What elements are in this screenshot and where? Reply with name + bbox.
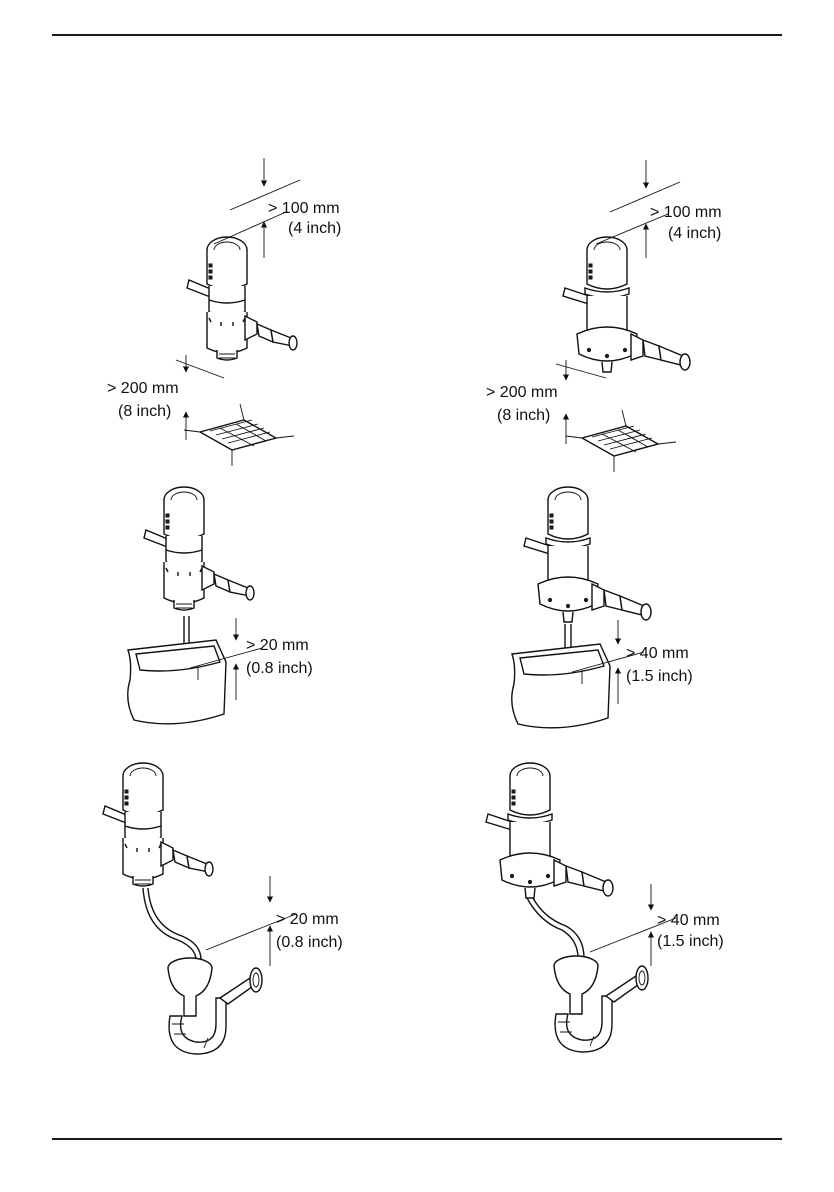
p1-bottom-dim-sub: (8 inch)	[118, 403, 171, 420]
p3-dim: > 20 mm	[246, 637, 309, 654]
p1-top-dim-sub: (4 inch)	[288, 220, 341, 237]
p5-dim: > 20 mm	[276, 911, 339, 928]
panel-4-sensor-vessel: > 40 mm (1.5 inch)	[512, 487, 693, 728]
p3-dim-sub: (0.8 inch)	[246, 660, 313, 677]
p6-dim-sub: (1.5 inch)	[657, 933, 724, 950]
panel-6-sensor-sink-trap: > 40 mm (1.5 inch)	[486, 763, 724, 1052]
panel-1-sensor-floor-drain: > 100 mm (4 inch) > 200 mm (8 inch)	[107, 158, 341, 466]
p2-top-dim-sub: (4 inch)	[668, 225, 721, 242]
p6-dim: > 40 mm	[657, 912, 720, 929]
p5-dim-sub: (0.8 inch)	[276, 934, 343, 951]
p2-top-dim: > 100 mm	[650, 204, 722, 221]
panel-5-sensor-sink-trap: > 20 mm (0.8 inch)	[103, 763, 343, 1054]
p4-dim: > 40 mm	[626, 645, 689, 662]
panel-2-sensor-floor-drain: > 100 mm (4 inch) > 200 mm (8 inch)	[486, 160, 722, 472]
p4-dim-sub: (1.5 inch)	[626, 668, 693, 685]
panel-3-sensor-vessel: > 20 mm (0.8 inch)	[128, 487, 313, 724]
p2-bottom-dim-sub: (8 inch)	[497, 407, 550, 424]
p1-top-dim: > 100 mm	[268, 200, 340, 217]
p2-bottom-dim: > 200 mm	[486, 384, 558, 401]
p1-bottom-dim: > 200 mm	[107, 380, 179, 397]
